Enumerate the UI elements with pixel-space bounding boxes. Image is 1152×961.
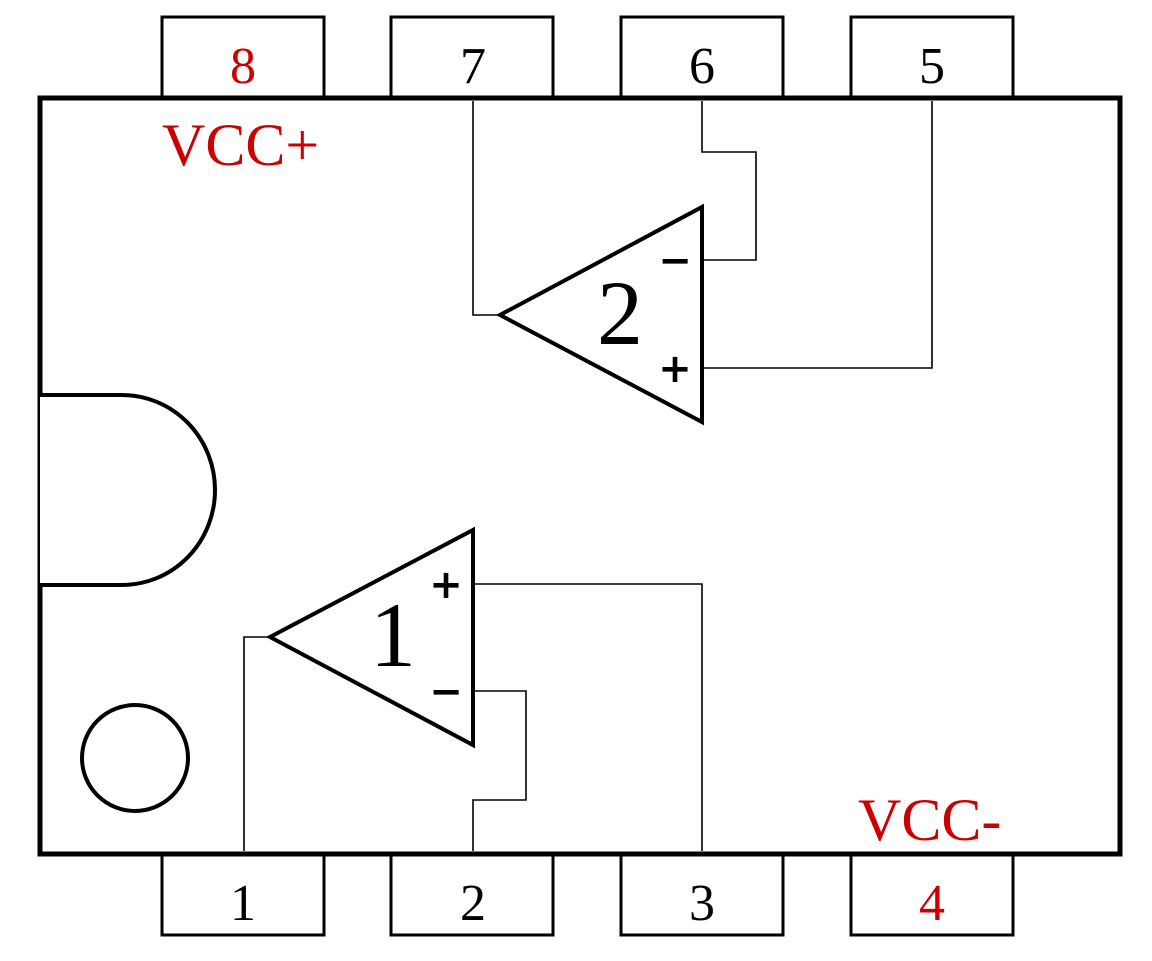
- wire-pin3-noninverting1: [473, 583, 703, 851]
- pin-label-5: 5: [919, 38, 945, 95]
- orientation-notch: [40, 393, 217, 587]
- wire-pin1-output1: [243, 636, 270, 851]
- pin-5-box: [849, 15, 1015, 103]
- opamp-1-minus-sign: −: [429, 669, 463, 715]
- pin-1-indicator-circle: [80, 703, 190, 813]
- vcc-negative-label: VCC-: [858, 787, 1001, 853]
- pin-label-4: 4: [919, 875, 945, 932]
- vcc-positive-label: VCC+: [162, 112, 319, 178]
- opamp-1-plus-sign: +: [429, 562, 463, 608]
- wire-pin2-inverting1: [472, 690, 527, 851]
- pin-3-box: [619, 849, 785, 937]
- pin-label-1: 1: [230, 875, 256, 932]
- wire-pin5-noninverting2: [702, 101, 933, 369]
- pin-label-8: 8: [230, 38, 256, 95]
- pin-8-box: [160, 15, 326, 103]
- pin-7-box: [389, 15, 555, 103]
- pin-label-2: 2: [460, 875, 486, 932]
- opamp-1-triangle: [265, 526, 475, 749]
- wire-pin7-output2: [472, 101, 500, 316]
- opamp-1-label: 1: [370, 584, 416, 686]
- opamp-2-label: 2: [597, 262, 643, 364]
- pin-label-3: 3: [689, 875, 715, 932]
- opamp-2-triangle: [495, 203, 704, 426]
- pin-1-box: [160, 849, 326, 937]
- pin-label-6: 6: [689, 38, 715, 95]
- opamp-2-plus-sign: +: [658, 346, 692, 392]
- pin-2-box: [389, 849, 555, 937]
- opamp-2-minus-sign: −: [658, 238, 692, 284]
- pin-4-box: [849, 849, 1015, 937]
- wire-pin6-inverting2: [701, 101, 757, 261]
- pin-label-7: 7: [460, 38, 486, 95]
